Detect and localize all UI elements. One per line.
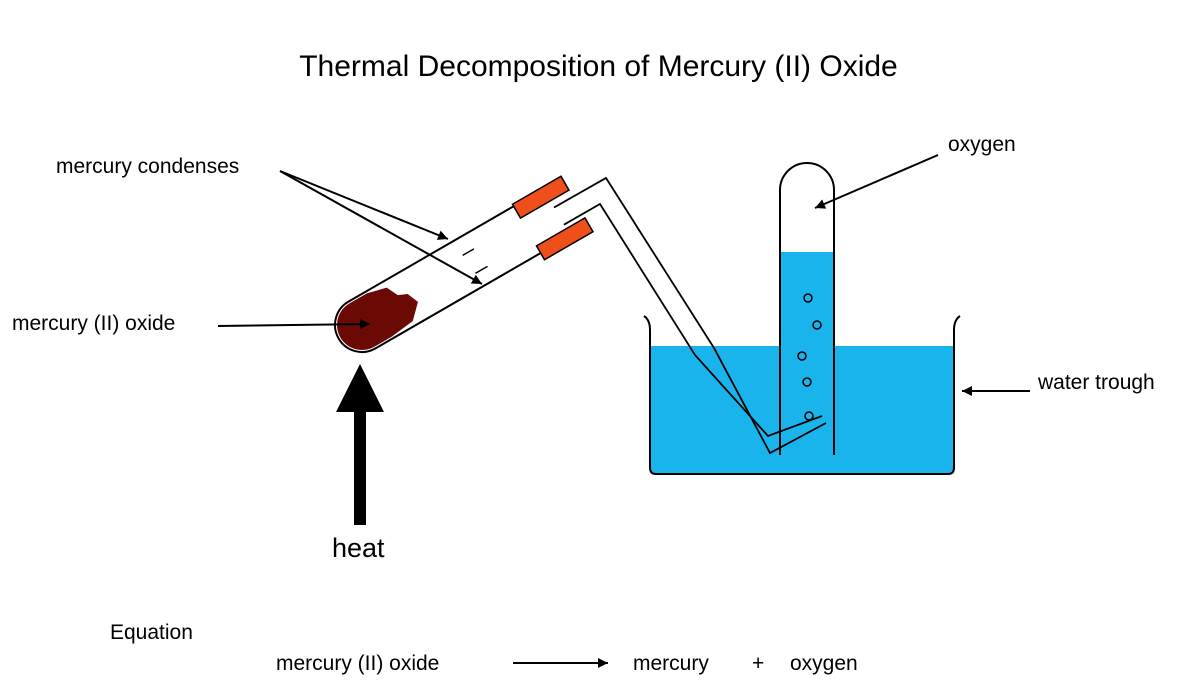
arrow-oxide bbox=[217, 319, 371, 330]
label-mercury-oxide: mercury (II) oxide bbox=[12, 312, 176, 335]
label-heat: heat bbox=[332, 533, 385, 563]
bubble bbox=[797, 351, 807, 361]
equation-product-oxygen: oxygen bbox=[790, 652, 858, 675]
diagram-title: Thermal Decomposition of Mercury (II) Ox… bbox=[299, 50, 898, 83]
bubble bbox=[803, 293, 813, 303]
pointer-arrows bbox=[217, 154, 1030, 668]
mercury-oxide-solid bbox=[337, 287, 418, 350]
stopper-top bbox=[511, 175, 571, 220]
label-mercury-condenses: mercury condenses bbox=[56, 155, 240, 178]
delivery-tube-inner bbox=[491, 202, 823, 438]
trough-outline bbox=[643, 315, 961, 475]
heat-arrow bbox=[336, 364, 384, 525]
equation-reactant: mercury (II) oxide bbox=[276, 652, 440, 675]
collection-tube-water bbox=[780, 252, 834, 452]
arrow-condenses-2 bbox=[279, 170, 483, 285]
bubble bbox=[812, 320, 822, 330]
bubble bbox=[802, 377, 812, 387]
condensed-mercury bbox=[475, 265, 488, 275]
equation-product-mercury: mercury bbox=[633, 652, 709, 675]
collection-tube-outline bbox=[779, 162, 835, 455]
arrow-oxygen bbox=[814, 154, 939, 209]
equation-heading: Equation bbox=[110, 621, 193, 644]
arrow-condenses-1 bbox=[279, 170, 449, 240]
boiling-tube bbox=[334, 188, 571, 353]
rubber-stopper bbox=[511, 175, 595, 261]
delivery-tube bbox=[487, 176, 827, 455]
stopper-bottom bbox=[535, 216, 595, 261]
label-oxygen: oxygen bbox=[948, 133, 1016, 156]
collection-tube bbox=[779, 162, 835, 455]
label-water-trough: water trough bbox=[1038, 371, 1155, 394]
equation-plus: + bbox=[752, 652, 765, 675]
condensed-mercury bbox=[462, 248, 475, 256]
delivery-tube-outer bbox=[487, 176, 827, 455]
